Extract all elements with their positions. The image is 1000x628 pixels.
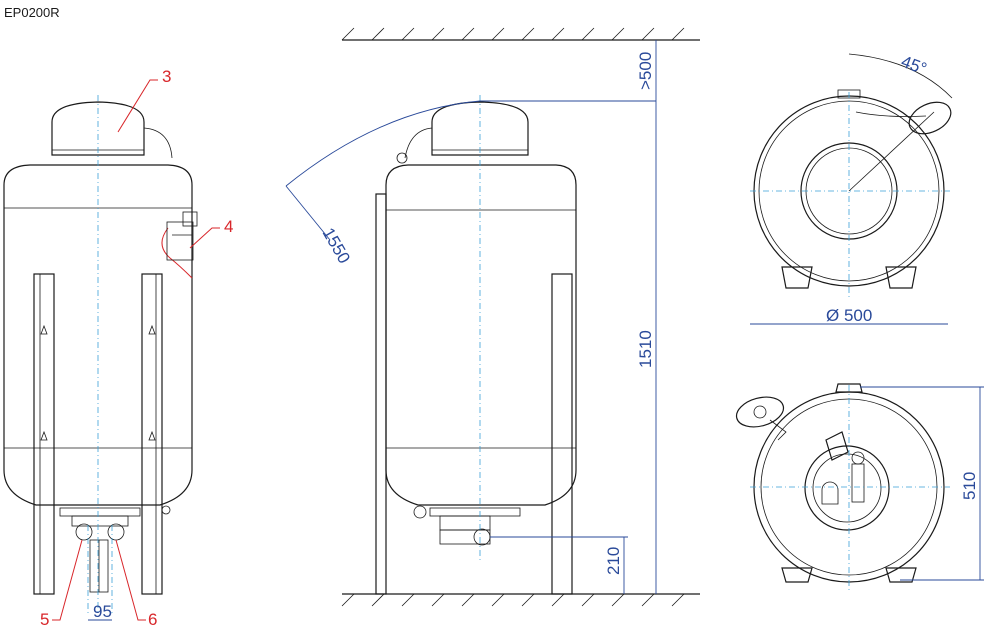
callout-3-label: 3 bbox=[162, 67, 171, 86]
dimension-angle-label: 45° bbox=[899, 52, 930, 79]
dimension-95: 95 bbox=[88, 602, 112, 621]
bottom-view bbox=[735, 383, 950, 590]
callout-3: 3 bbox=[117, 67, 171, 133]
side-view bbox=[285, 27, 700, 607]
callout-5-label: 5 bbox=[40, 610, 49, 628]
dimension-95-label: 95 bbox=[93, 602, 112, 621]
top-view bbox=[750, 53, 953, 298]
dimension-diameter: Ø 500 bbox=[750, 306, 948, 325]
dimension-clearance: >500 bbox=[636, 40, 657, 101]
callout-4: 4 bbox=[189, 217, 233, 249]
drawing-title: EP0200R bbox=[4, 5, 60, 20]
callout-5: 5 bbox=[40, 539, 83, 628]
dimension-base-height-label: 210 bbox=[604, 547, 623, 575]
dimension-swing-radius-label: 1550 bbox=[319, 225, 354, 267]
dimension-diameter-label: Ø 500 bbox=[826, 306, 872, 325]
callout-4-label: 4 bbox=[224, 217, 233, 236]
dimension-width: 510 bbox=[860, 386, 984, 581]
dimension-swing-radius: 1550 bbox=[285, 185, 354, 267]
dimension-angle: 45° bbox=[899, 52, 930, 79]
dimension-height: 1510 bbox=[636, 101, 657, 594]
callout-6-label: 6 bbox=[148, 610, 157, 628]
dimension-base-height: 210 bbox=[490, 536, 628, 594]
callout-6: 6 bbox=[115, 539, 157, 628]
dimension-clearance-label: >500 bbox=[636, 52, 655, 90]
dimension-width-label: 510 bbox=[960, 472, 979, 500]
dimension-height-label: 1510 bbox=[636, 330, 655, 368]
front-view bbox=[3, 95, 198, 615]
